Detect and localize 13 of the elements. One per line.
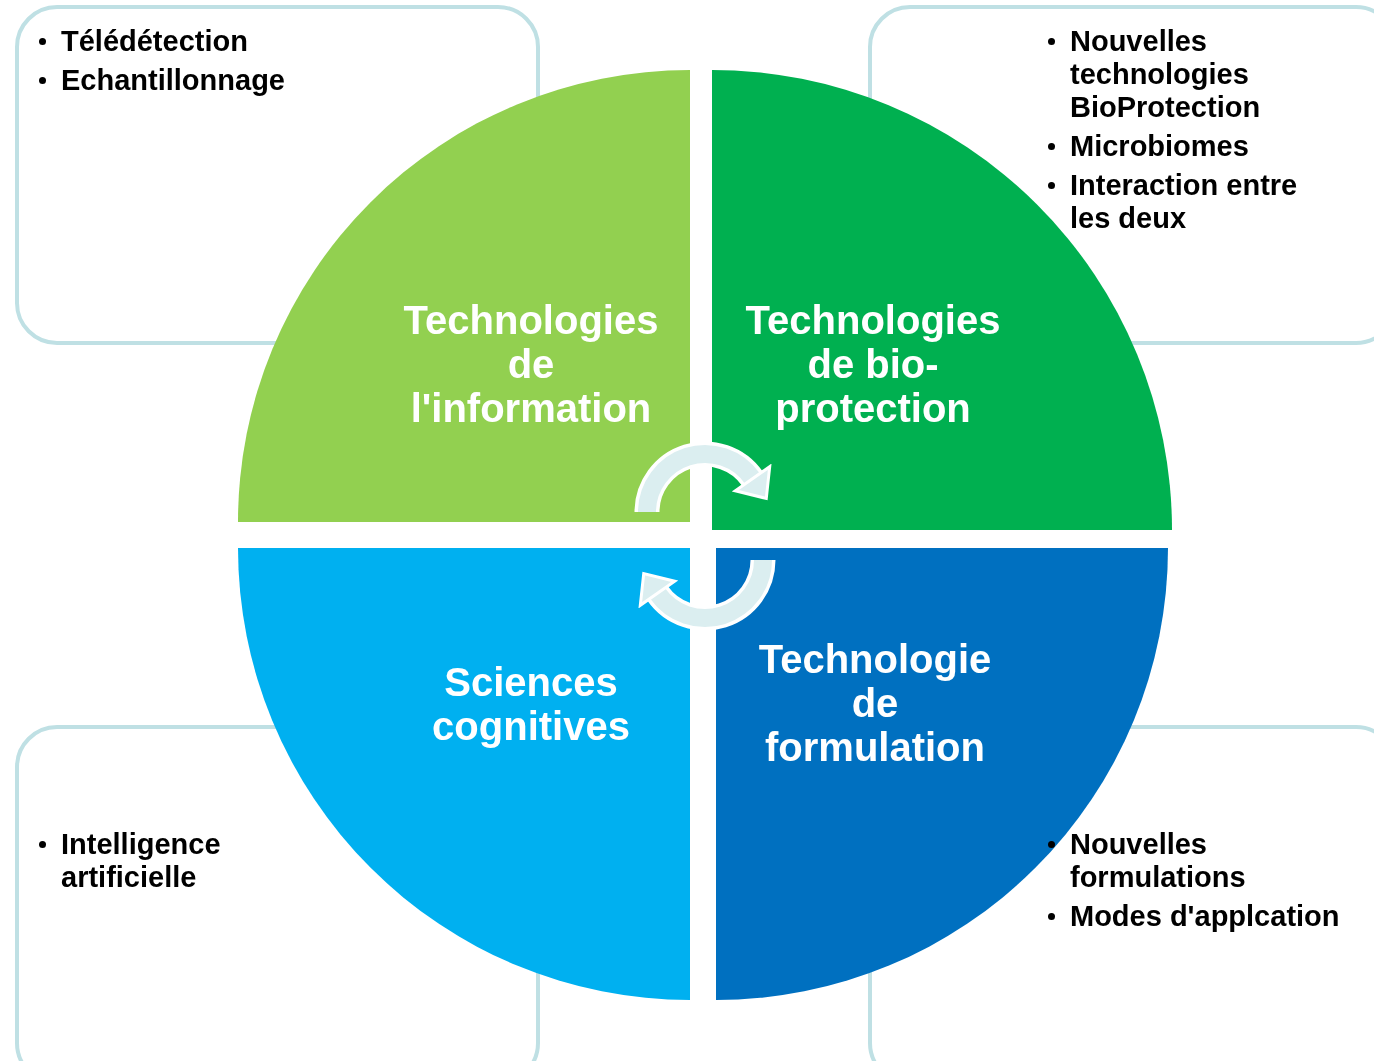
quadrant-title: Technologies de l'information — [402, 298, 660, 430]
bullet-text: Microbiomes — [1070, 130, 1250, 163]
bullet-text: Nouvelles formulations — [1070, 828, 1247, 894]
quadrant-title: Technologies de bio-protection — [744, 298, 1002, 430]
quadrant-title: Sciences cognitives — [431, 660, 631, 748]
bullet-text: Interaction entre les deux — [1070, 169, 1299, 235]
quadrant-title: Technologie de formulation — [757, 637, 993, 769]
bullet-text: Intelligence artificielle — [61, 828, 222, 894]
bullet-text: Nouvelles technologies BioProtection — [1070, 25, 1262, 124]
bullet-text: Télédétection — [61, 25, 249, 58]
quadrant-segment — [238, 548, 690, 1000]
bullet-text: Echantillonnage — [61, 64, 286, 97]
bullet-text: Modes d'applcation — [1070, 900, 1341, 933]
